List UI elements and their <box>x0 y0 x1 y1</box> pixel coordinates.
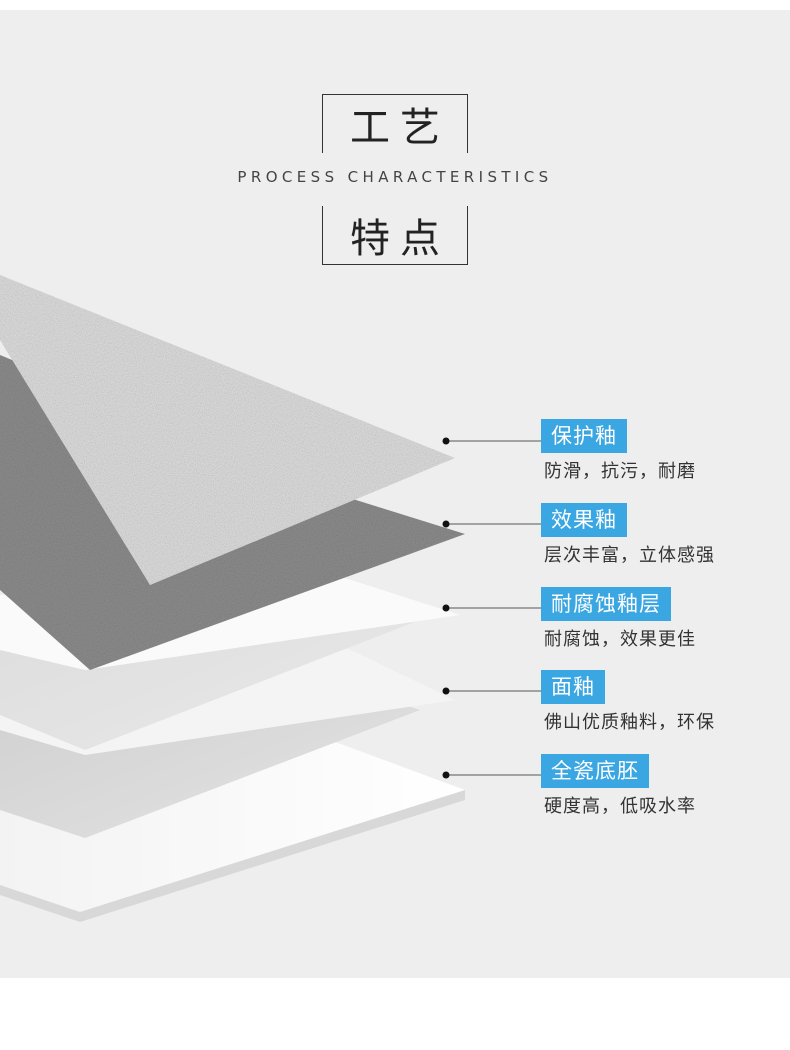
callout-dot-2 <box>442 520 450 528</box>
layer-label-surface-glaze: 面釉 <box>541 670 605 704</box>
layer-desc-effect-glaze: 层次丰富，立体感强 <box>544 545 715 566</box>
callout-dot-1 <box>442 437 450 445</box>
layer-label-protective-glaze: 保护釉 <box>541 419 627 453</box>
layer-diagram <box>0 275 541 922</box>
layer-desc-protective-glaze: 防滑，抗污，耐磨 <box>544 461 696 482</box>
layer-desc-porcelain-base: 硬度高，低吸水率 <box>544 796 696 817</box>
callout-dot-5 <box>442 771 450 779</box>
title-top: 工艺 <box>322 94 468 153</box>
layer-label-effect-glaze: 效果釉 <box>541 503 627 537</box>
layer-label-corrosion-glaze: 耐腐蚀釉层 <box>541 587 671 621</box>
callout-dot-3 <box>442 604 450 612</box>
product-panel: 工艺 PROCESS CHARACTERISTICS 特点 保护釉 防滑，抗污，… <box>0 10 790 978</box>
title-bottom: 特点 <box>322 206 468 265</box>
layer-desc-surface-glaze: 佛山优质釉料，环保 <box>544 712 715 733</box>
layer-label-porcelain-base: 全瓷底胚 <box>541 754 649 788</box>
layer-desc-corrosion-glaze: 耐腐蚀，效果更佳 <box>544 629 696 650</box>
subtitle: PROCESS CHARACTERISTICS <box>237 168 553 186</box>
callout-dot-4 <box>442 687 450 695</box>
protective-glaze-layer <box>0 275 455 585</box>
